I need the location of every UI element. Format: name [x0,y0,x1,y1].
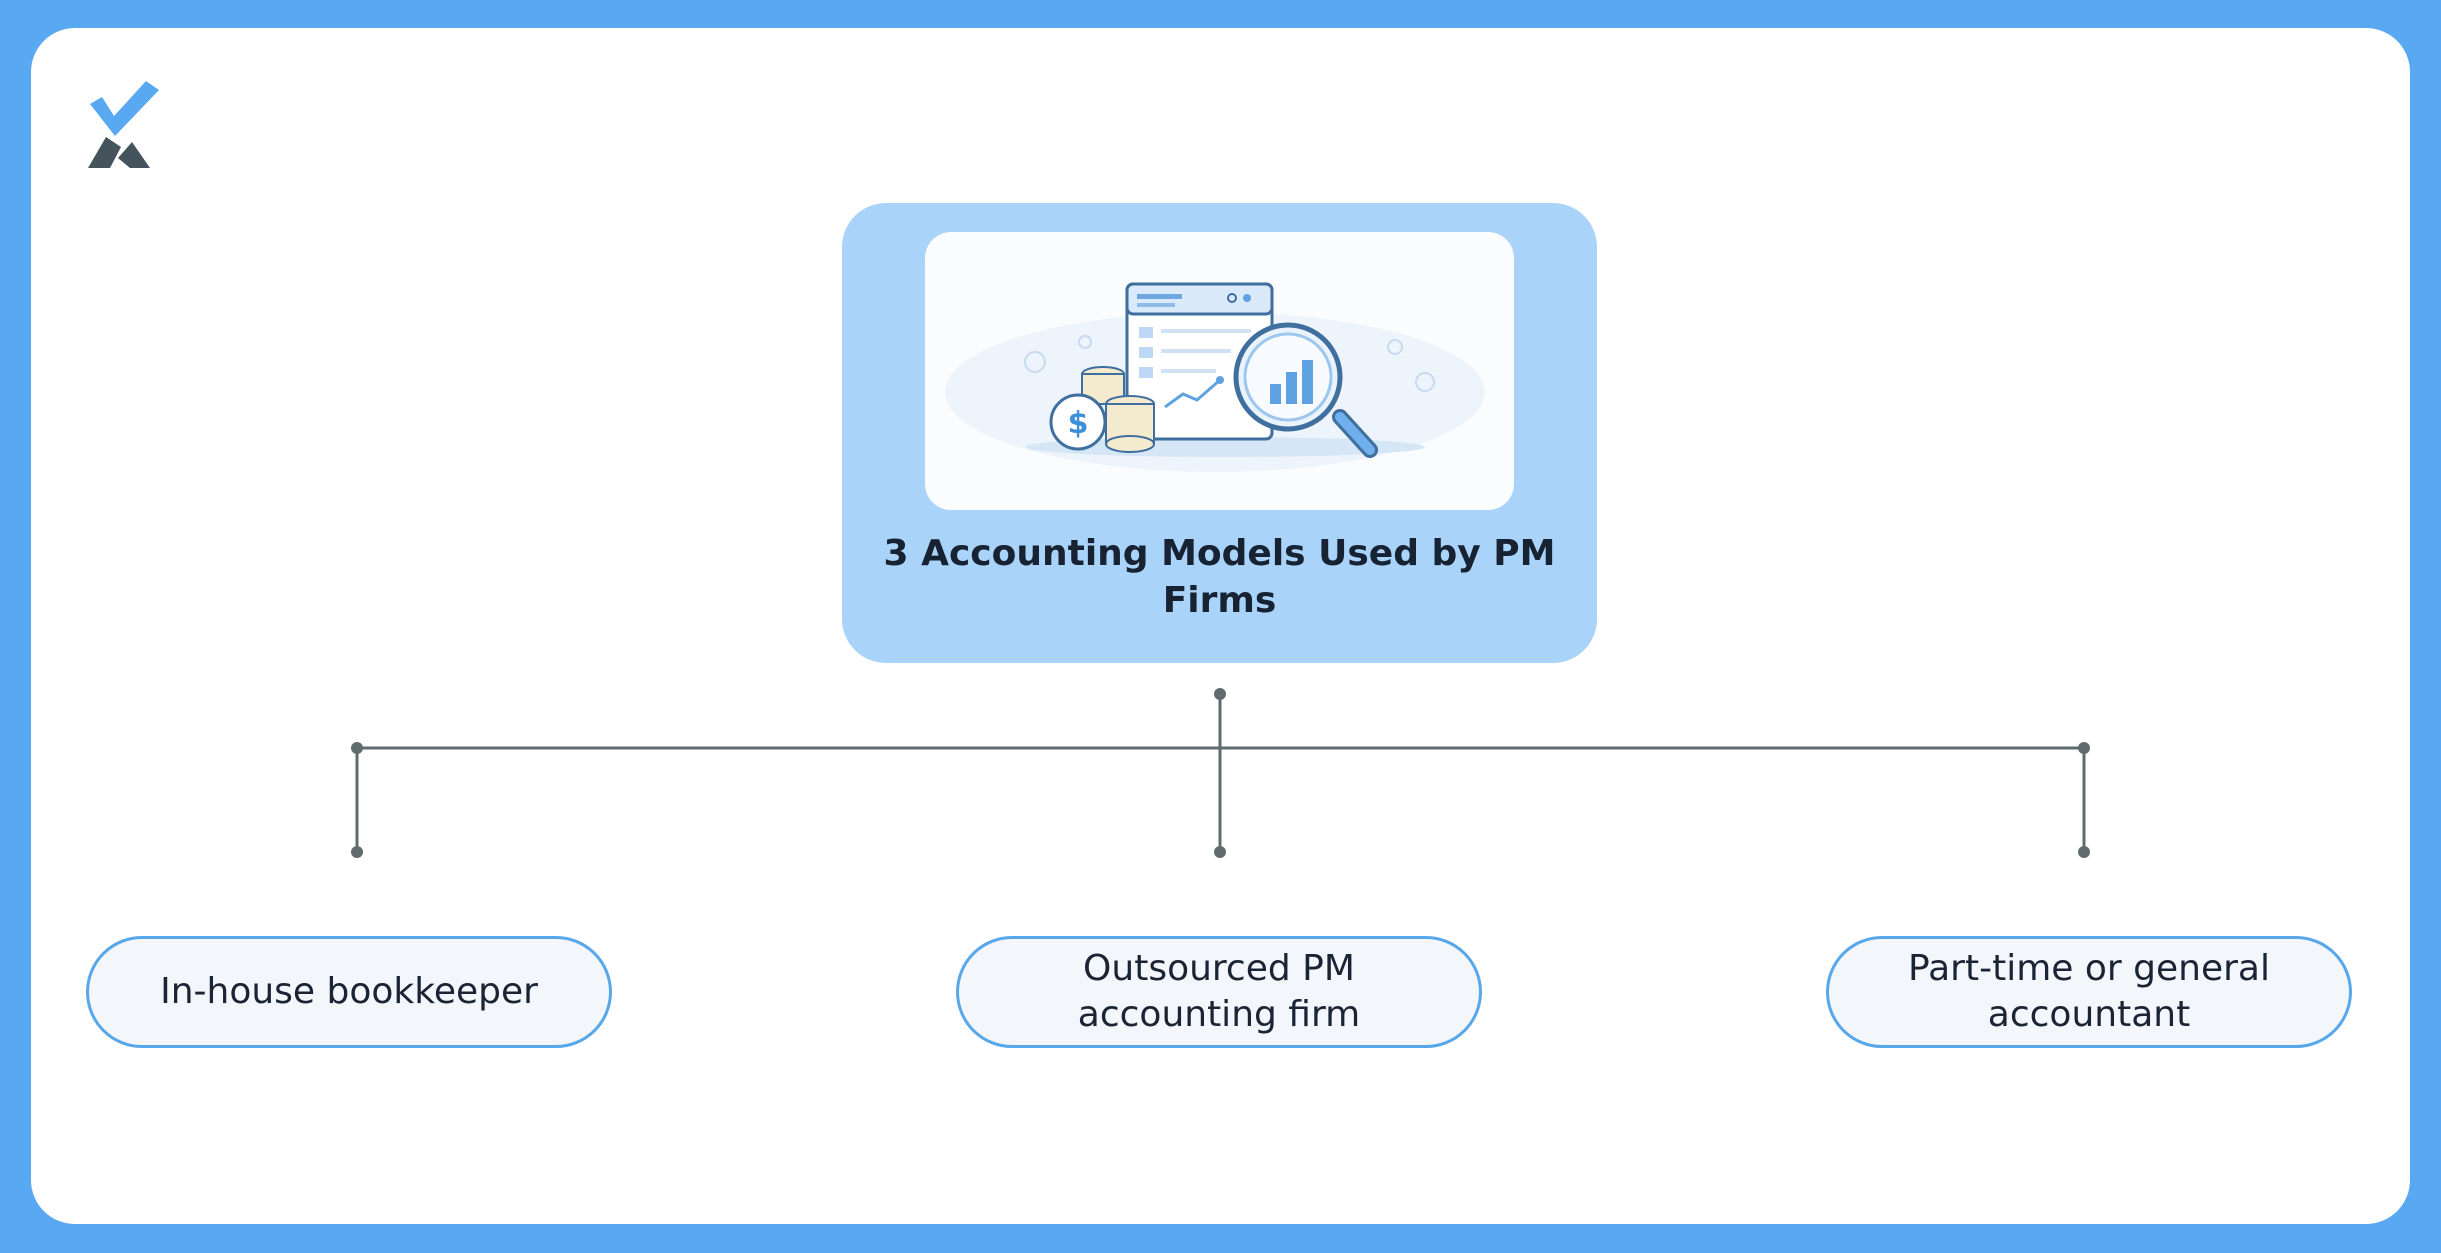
central-node-title: 3 Accounting Models Used by PM Firms [883,533,1556,621]
svg-text:$: $ [1068,406,1089,441]
leaf-node-outsourced-firm: Outsourced PM accounting firm [956,936,1482,1048]
connector-dot [1214,846,1226,858]
leaf-node-in-house-bookkeeper: In-house bookkeeper [86,936,612,1048]
connector-dot [2078,846,2090,858]
connector-dot [2078,742,2090,754]
connector-dot [351,846,363,858]
report-magnifier-coins-icon: $ [945,282,1485,472]
connector-dot [1214,688,1226,700]
leaf-node-general-accountant: Part-time or general accountant [1826,936,2352,1048]
connector-dot [351,742,363,754]
leaf-node-label: Part-time or general accountant [1908,948,2270,1035]
accounting-illustration: $ [925,232,1514,510]
leaf-node-label: In-house bookkeeper [160,971,538,1012]
checkmark-logo-icon [88,81,159,168]
leaf-node-label: Outsourced PM accounting firm [1077,948,1361,1035]
